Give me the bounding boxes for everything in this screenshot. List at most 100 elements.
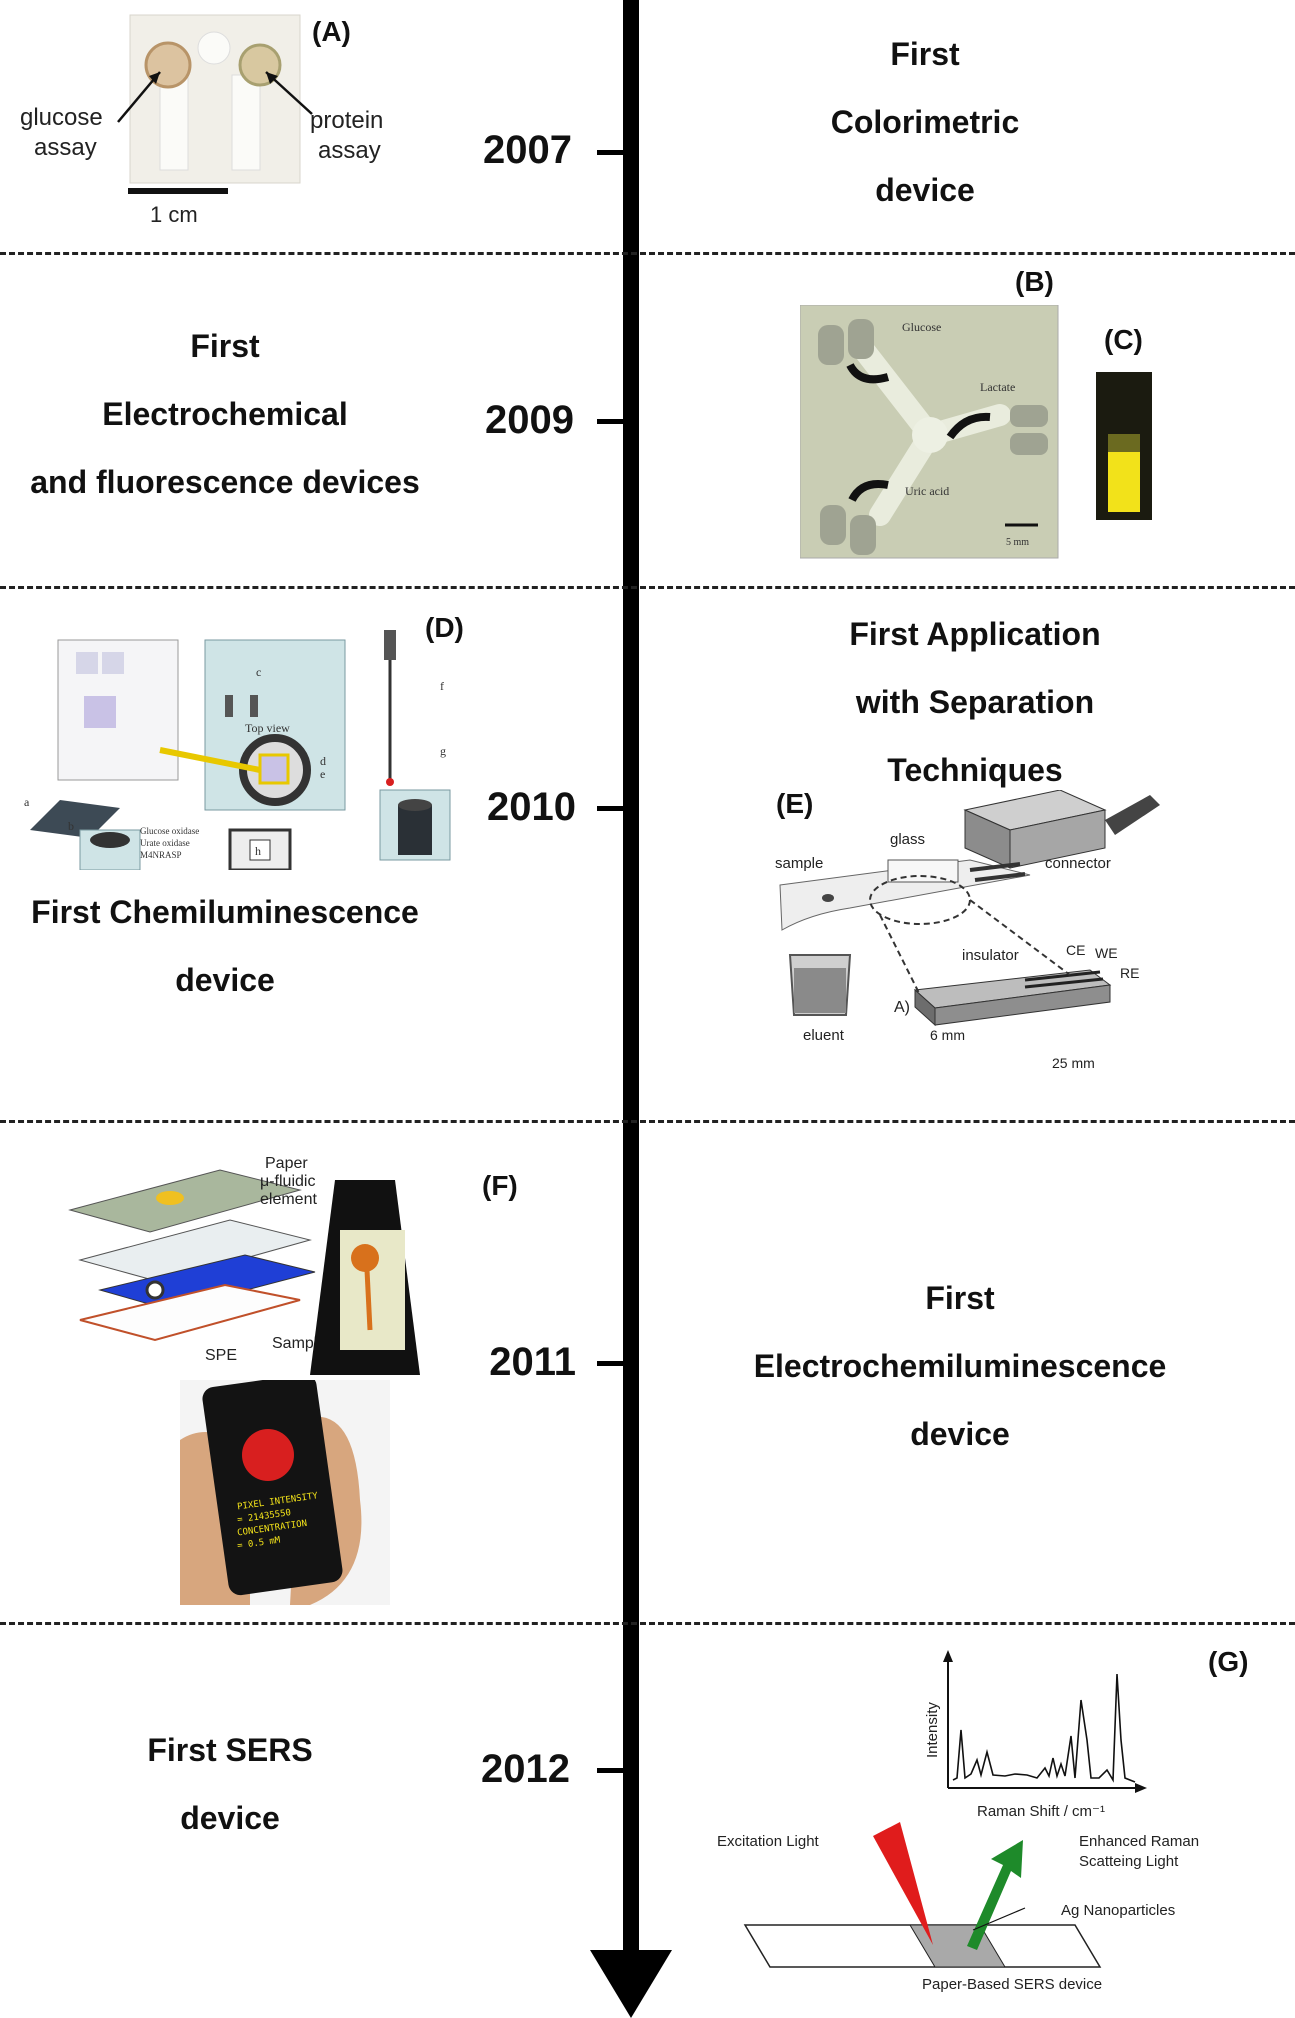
entry-line: First SERS <box>80 1716 380 1784</box>
figure-d-letter-f: f <box>440 679 444 693</box>
figure-d-letter-c: c <box>256 665 261 679</box>
tick-2007 <box>597 150 623 155</box>
figure-d-chemiluminescence-device: Top view h Glucose oxidase Urate oxidase… <box>20 630 460 870</box>
figure-g-label-excitation: Excitation Light <box>717 1833 820 1850</box>
entry-2011-ecl: First Electrochemiluminescence device <box>740 1264 1180 1468</box>
figure-e-label-connector: connector <box>1045 855 1111 872</box>
figure-d-legend-2: Urate oxidase <box>140 838 190 848</box>
figure-e-label-insulator: insulator <box>962 947 1019 964</box>
entry-line: Electrochemical <box>10 380 440 448</box>
figure-a-scalebar <box>128 188 228 194</box>
figure-g-label-ag: Ag Nanoparticles <box>1061 1902 1175 1919</box>
figure-e-label-25mm: 25 mm <box>1052 1055 1095 1071</box>
tick-2012 <box>597 1768 623 1773</box>
timeline-arrowhead <box>590 1950 672 2018</box>
figure-f-label-paper-3: element <box>260 1191 317 1208</box>
figure-e-label-6mm: 6 mm <box>930 1027 965 1043</box>
separator-2 <box>0 586 1295 589</box>
figure-d-letter-e: e <box>320 767 325 781</box>
figure-f-label-paper-2: μ-fluidic <box>260 1173 315 1190</box>
figure-a-label-glucose-1: glucose <box>20 104 103 131</box>
figure-e-label-we: WE <box>1095 945 1118 961</box>
figure-d-letter-h: h <box>255 844 261 858</box>
figure-e-label-a: A) <box>894 999 910 1016</box>
figure-f-cell-stem <box>367 1270 370 1330</box>
year-2009: 2009 <box>434 398 574 443</box>
figure-a-label-protein-2: assay <box>318 137 381 164</box>
figure-e-label-eluent: eluent <box>803 1027 845 1044</box>
figure-a-label-glucose-2: assay <box>34 134 97 161</box>
figure-b-center <box>912 417 948 453</box>
separator-4 <box>0 1622 1295 1625</box>
entry-line: Colorimetric <box>760 88 1090 156</box>
entry-2010-chemiluminescence: First Chemiluminescence device <box>10 878 440 1014</box>
figure-g-x-arrowhead <box>1135 1783 1147 1793</box>
figure-f-phone-red-spot <box>242 1429 294 1481</box>
entry-line: First <box>10 312 440 380</box>
figure-c-glow <box>1108 434 1140 452</box>
figure-a-scale-label: 1 cm <box>150 202 198 227</box>
entry-line: device <box>10 946 440 1014</box>
figure-b-label-uric: Uric acid <box>905 484 949 498</box>
figure-f-phone-photo: PIXEL INTENSITY = 21435550 CONCENTRATION… <box>180 1380 390 1605</box>
figure-f-label-paper-1: Paper <box>265 1155 308 1172</box>
figure-a-colorimetric-device: glucose assay protein assay 1 cm <box>10 10 420 235</box>
entry-2007-colorimetric: First Colorimetric device <box>760 20 1090 224</box>
figure-f-channel <box>156 1191 184 1205</box>
figure-d-left-cell <box>30 800 140 870</box>
figure-f-ecl-device: Paper μ-fluidic element SPE Sample in <box>60 1150 440 1380</box>
figure-g-label-enhanced-2: Scatteing Light <box>1079 1853 1179 1870</box>
separator-3 <box>0 1120 1295 1123</box>
entry-line: device <box>760 156 1090 224</box>
figure-e-chip <box>915 970 1110 1025</box>
entry-line: First Application <box>790 600 1160 668</box>
entry-line: device <box>740 1400 1180 1468</box>
figure-d-sample-square <box>260 755 288 783</box>
panel-label-f: (F) <box>482 1170 518 1202</box>
entry-2012-sers: First SERS device <box>80 1716 380 1852</box>
figure-f-cell-spot <box>351 1244 379 1272</box>
year-2007: 2007 <box>432 128 572 173</box>
figure-g-ylabel: Intensity <box>924 1702 941 1758</box>
figure-a-label-protein-1: protein <box>310 107 383 134</box>
figure-d-zone <box>102 652 124 674</box>
figure-d-letter-g: g <box>440 744 446 758</box>
figure-b-scale-label: 5 mm <box>1006 537 1029 548</box>
figure-d-zone <box>84 696 116 728</box>
figure-f-electrode <box>147 1282 163 1298</box>
tick-2010 <box>597 806 623 811</box>
year-2011: 2011 <box>436 1340 576 1385</box>
entry-2010-separation: First Application with Separation Techni… <box>790 600 1160 804</box>
figure-e-label-ce: CE <box>1066 942 1085 958</box>
figure-g-xlabel: Raman Shift / cm⁻¹ <box>977 1803 1105 1820</box>
entry-line: First <box>760 20 1090 88</box>
entry-line: with Separation <box>790 668 1160 736</box>
entry-line: First Chemiluminescence <box>10 878 440 946</box>
entry-line: First <box>740 1264 1180 1332</box>
figure-d-plug-left <box>225 695 233 717</box>
figure-g-y-arrowhead <box>943 1650 953 1662</box>
figure-e-glass <box>888 860 958 882</box>
tick-2009 <box>597 419 623 424</box>
figure-d-computer: h <box>230 830 290 870</box>
figure-b-label-glucose: Glucose <box>902 320 941 334</box>
figure-g-label-enhanced-1: Enhanced Raman <box>1079 1833 1199 1850</box>
entry-2009-electrochemical: First Electrochemical and fluorescence d… <box>10 312 440 516</box>
figure-d-letter-a: a <box>24 795 30 809</box>
figure-f-label-spe: SPE <box>205 1347 237 1364</box>
figure-e-label-sample: sample <box>775 855 823 872</box>
figure-d-letter-d: d <box>320 754 326 768</box>
figure-b-label-lactate: Lactate <box>980 380 1015 394</box>
figure-e-beaker <box>790 955 850 1015</box>
figure-e-label-re: RE <box>1120 965 1139 981</box>
figure-c-fluorescence-cuvette <box>1096 372 1152 522</box>
figure-a-pattern-right <box>232 75 260 170</box>
panel-label-c: (C) <box>1104 324 1143 356</box>
figure-e-label-glass: glass <box>890 831 925 848</box>
entry-line: Electrochemiluminescence <box>740 1332 1180 1400</box>
separator-1 <box>0 252 1295 255</box>
tick-2011 <box>597 1361 623 1366</box>
figure-d-plug-right <box>250 695 258 717</box>
figure-g-spectrum <box>953 1674 1135 1782</box>
entry-line: device <box>80 1784 380 1852</box>
